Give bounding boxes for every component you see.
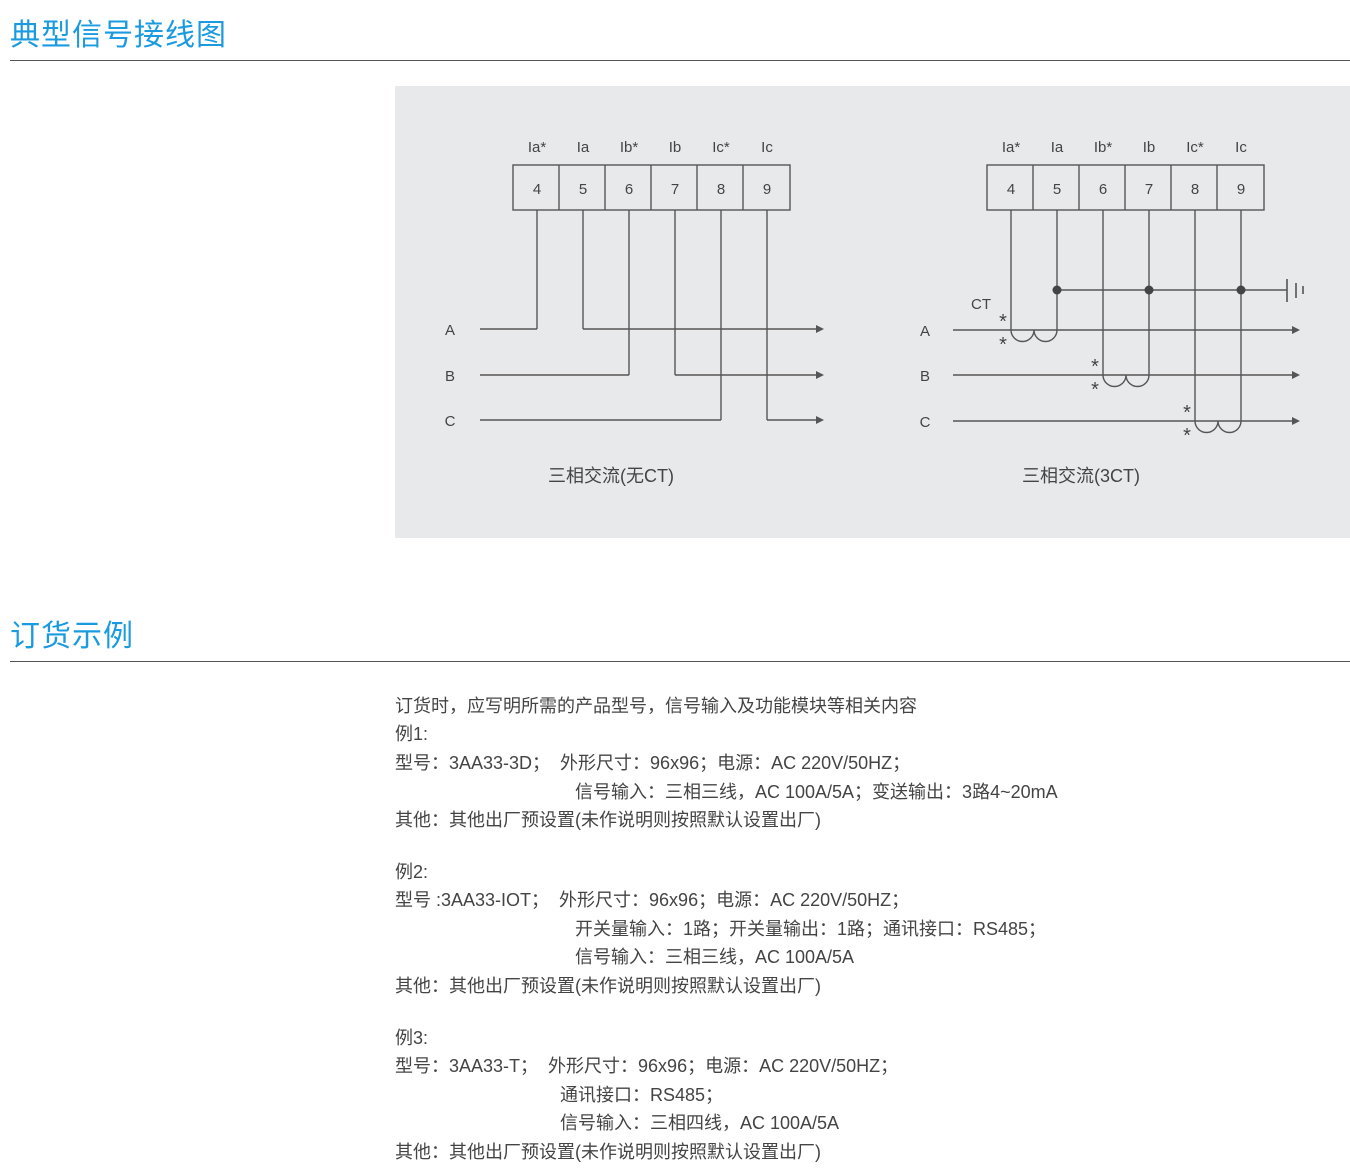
example-line: 信号输入：三相三线，AC 100A/5A；变送输出：3路4~20mA [575, 782, 1058, 802]
terminal-number: 8 [1191, 181, 1199, 198]
example-line: 型号：3AA33-3D； 外形尺寸：96x96；电源：AC 220V/50HZ； [395, 753, 911, 773]
divider [10, 60, 1350, 61]
phase-label: A [920, 323, 930, 340]
terminal-label: Ib* [620, 139, 639, 156]
terminal-number: 4 [533, 181, 541, 198]
right-caption: 三相交流(3CT) [1022, 466, 1140, 486]
example-other: 其他：其他出厂预设置(未作说明则按照默认设置出厂) [395, 1142, 821, 1162]
terminal-number: 5 [1053, 181, 1061, 198]
example-other: 其他：其他出厂预设置(未作说明则按照默认设置出厂) [395, 810, 821, 830]
polarity-asterisk: * [1183, 402, 1191, 424]
order-section-title: 订货示例 [10, 620, 134, 653]
phase-label: B [920, 368, 930, 385]
terminal-number: 9 [1237, 181, 1245, 198]
example-title: 例3: [395, 1028, 429, 1048]
terminal-number: 7 [671, 181, 679, 198]
junction-dot [1052, 285, 1062, 295]
left-caption: 三相交流(无CT) [548, 466, 674, 486]
terminal-label: Ic [761, 139, 773, 156]
ct-coil [1010, 329, 1058, 343]
example-line: 型号 :3AA33-IOT； 外形尺寸：96x96；电源：AC 220V/50H… [395, 890, 910, 910]
divider [10, 661, 1350, 662]
phase-label: B [445, 368, 455, 385]
polarity-asterisk: * [1091, 356, 1099, 378]
terminal-label: Ib [669, 139, 682, 156]
terminal-label: Ic* [712, 139, 730, 156]
terminal-number: 9 [763, 181, 771, 198]
example-other: 其他：其他出厂预设置(未作说明则按照默认设置出厂) [395, 976, 821, 996]
terminal-label: Ia [577, 139, 590, 156]
wiring-section-title: 典型信号接线图 [10, 19, 227, 52]
terminal-label: Ib [1143, 139, 1156, 156]
terminal-number: 4 [1007, 181, 1015, 198]
phase-label: C [920, 414, 931, 431]
example-line: 型号：3AA33-T； 外形尺寸：96x96；电源：AC 220V/50HZ； [395, 1056, 899, 1076]
example-title: 例1: [395, 724, 429, 744]
terminal-number: 6 [1099, 181, 1107, 198]
wiring-diagram: Ia*4Ia5Ib*6Ib7Ic*8Ic9ABC三相交流(无CT)Ia*4Ia5… [445, 139, 1304, 486]
ct-coil [1102, 374, 1150, 388]
polarity-asterisk: * [999, 311, 1007, 333]
example-line: 信号输入：三相三线，AC 100A/5A [575, 947, 855, 967]
terminal-number: 6 [625, 181, 633, 198]
polarity-asterisk: * [1183, 425, 1191, 447]
terminal-label: Ia* [1002, 139, 1021, 156]
terminal-number: 8 [717, 181, 725, 198]
polarity-asterisk: * [1091, 379, 1099, 401]
phase-label: C [445, 413, 456, 430]
example-line: 开关量输入：1路；开关量输出：1路；通讯接口：RS485； [575, 919, 1047, 939]
arrow-icon [1292, 417, 1300, 425]
terminal-number: 7 [1145, 181, 1153, 198]
arrow-icon [1292, 326, 1300, 334]
terminal-label: Ib* [1094, 139, 1113, 156]
polarity-asterisk: * [999, 334, 1007, 356]
example-line: 通讯接口：RS485； [560, 1085, 724, 1105]
terminal-label: Ic* [1186, 139, 1204, 156]
arrow-icon [816, 371, 824, 379]
arrow-icon [816, 325, 824, 333]
arrow-icon [816, 416, 824, 424]
terminal-label: Ia* [528, 139, 547, 156]
junction-dot [1144, 285, 1154, 295]
example-line: 信号输入：三相四线，AC 100A/5A [560, 1113, 840, 1133]
terminal-label: Ia [1051, 139, 1064, 156]
order-intro: 订货时，应写明所需的产品型号，信号输入及功能模块等相关内容 [395, 696, 917, 716]
phase-label: A [445, 322, 455, 339]
terminal-number: 5 [579, 181, 587, 198]
ct-label: CT [971, 296, 991, 313]
example-title: 例2: [395, 862, 429, 882]
ct-coil [1194, 420, 1242, 434]
terminal-label: Ic [1235, 139, 1247, 156]
junction-dot [1236, 285, 1246, 295]
arrow-icon [1292, 371, 1300, 379]
